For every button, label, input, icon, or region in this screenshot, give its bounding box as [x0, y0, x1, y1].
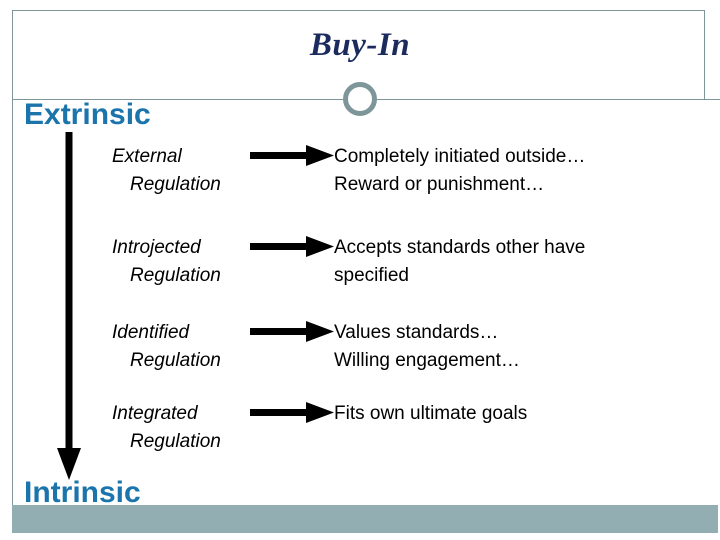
- regulation-description-line1: Values standards…: [334, 322, 499, 343]
- regulation-label-line2: Regulation: [130, 265, 221, 286]
- page-title: Buy-In: [309, 27, 411, 63]
- right-arrow-icon: [250, 319, 334, 345]
- regulation-description: Values standards… Willing engagement…: [334, 319, 704, 375]
- regulation-label: Integrated Regulation: [112, 400, 252, 456]
- regulation-description-line1: Accepts standards other have: [334, 237, 586, 258]
- regulation-description: Completely initiated outside… Reward or …: [334, 143, 704, 199]
- regulation-label-line1: Identified: [112, 322, 190, 343]
- regulation-label-line1: Integrated: [112, 403, 198, 424]
- heading-extrinsic: Extrinsic: [24, 98, 151, 131]
- regulation-label-line2: Regulation: [130, 174, 221, 195]
- regulation-description-line2: Reward or punishment…: [334, 174, 545, 195]
- regulation-label-line1: Introjected: [112, 237, 201, 258]
- regulation-label: External Regulation: [112, 143, 252, 199]
- regulation-description: Fits own ultimate goals: [334, 400, 704, 428]
- heading-intrinsic: Intrinsic: [24, 476, 141, 509]
- regulation-description-line1: Fits own ultimate goals: [334, 403, 528, 424]
- regulation-description-line2: Willing engagement…: [334, 350, 520, 371]
- regulation-label: Identified Regulation: [112, 319, 252, 375]
- continuum-down-arrow: [52, 132, 86, 482]
- regulation-label: Introjected Regulation: [112, 234, 252, 290]
- regulation-description-line1: Completely initiated outside…: [334, 146, 586, 167]
- regulation-description: Accepts standards other have specified: [334, 234, 704, 290]
- regulation-label-line2: Regulation: [130, 350, 221, 371]
- right-arrow-icon: [250, 143, 334, 169]
- regulation-label-line2: Regulation: [130, 431, 221, 452]
- footer-bar: [12, 505, 718, 533]
- left-vertical-rule: [12, 99, 13, 505]
- right-arrow-icon: [250, 400, 334, 426]
- header-frame-border: [12, 10, 705, 99]
- regulation-label-line1: External: [112, 146, 182, 167]
- right-arrow-icon: [250, 234, 334, 260]
- regulation-description-line2: specified: [334, 265, 409, 286]
- decorative-ring: [343, 82, 377, 116]
